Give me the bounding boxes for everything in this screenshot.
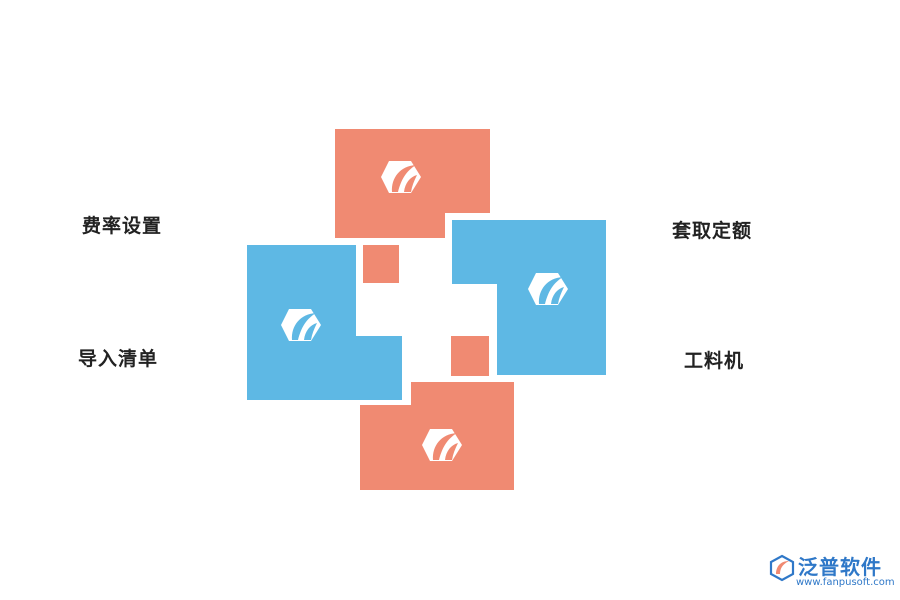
label-import-bill: 导入清单 [78, 348, 159, 370]
brand-name: 泛普软件 [798, 555, 882, 579]
leaf-hexagon-icon [381, 161, 421, 193]
brand-url: www.fanpusoft.com [796, 577, 895, 588]
right-block [452, 220, 606, 375]
leaf-hexagon-icon [422, 429, 462, 461]
label-fee-rate-settings: 费率设置 [82, 215, 163, 237]
top-connector-square [363, 245, 399, 283]
brand-watermark: 泛普软件 www.fanpusoft.com [768, 551, 895, 595]
leaf-hexagon-icon [281, 309, 321, 341]
label-labor-material-machine: 工料机 [684, 350, 745, 372]
label-apply-quota: 套取定额 [672, 220, 753, 242]
brand-logo-icon [769, 554, 795, 582]
left-block [247, 245, 402, 400]
bottom-connector-square [451, 336, 489, 376]
leaf-hexagon-icon [528, 273, 568, 305]
